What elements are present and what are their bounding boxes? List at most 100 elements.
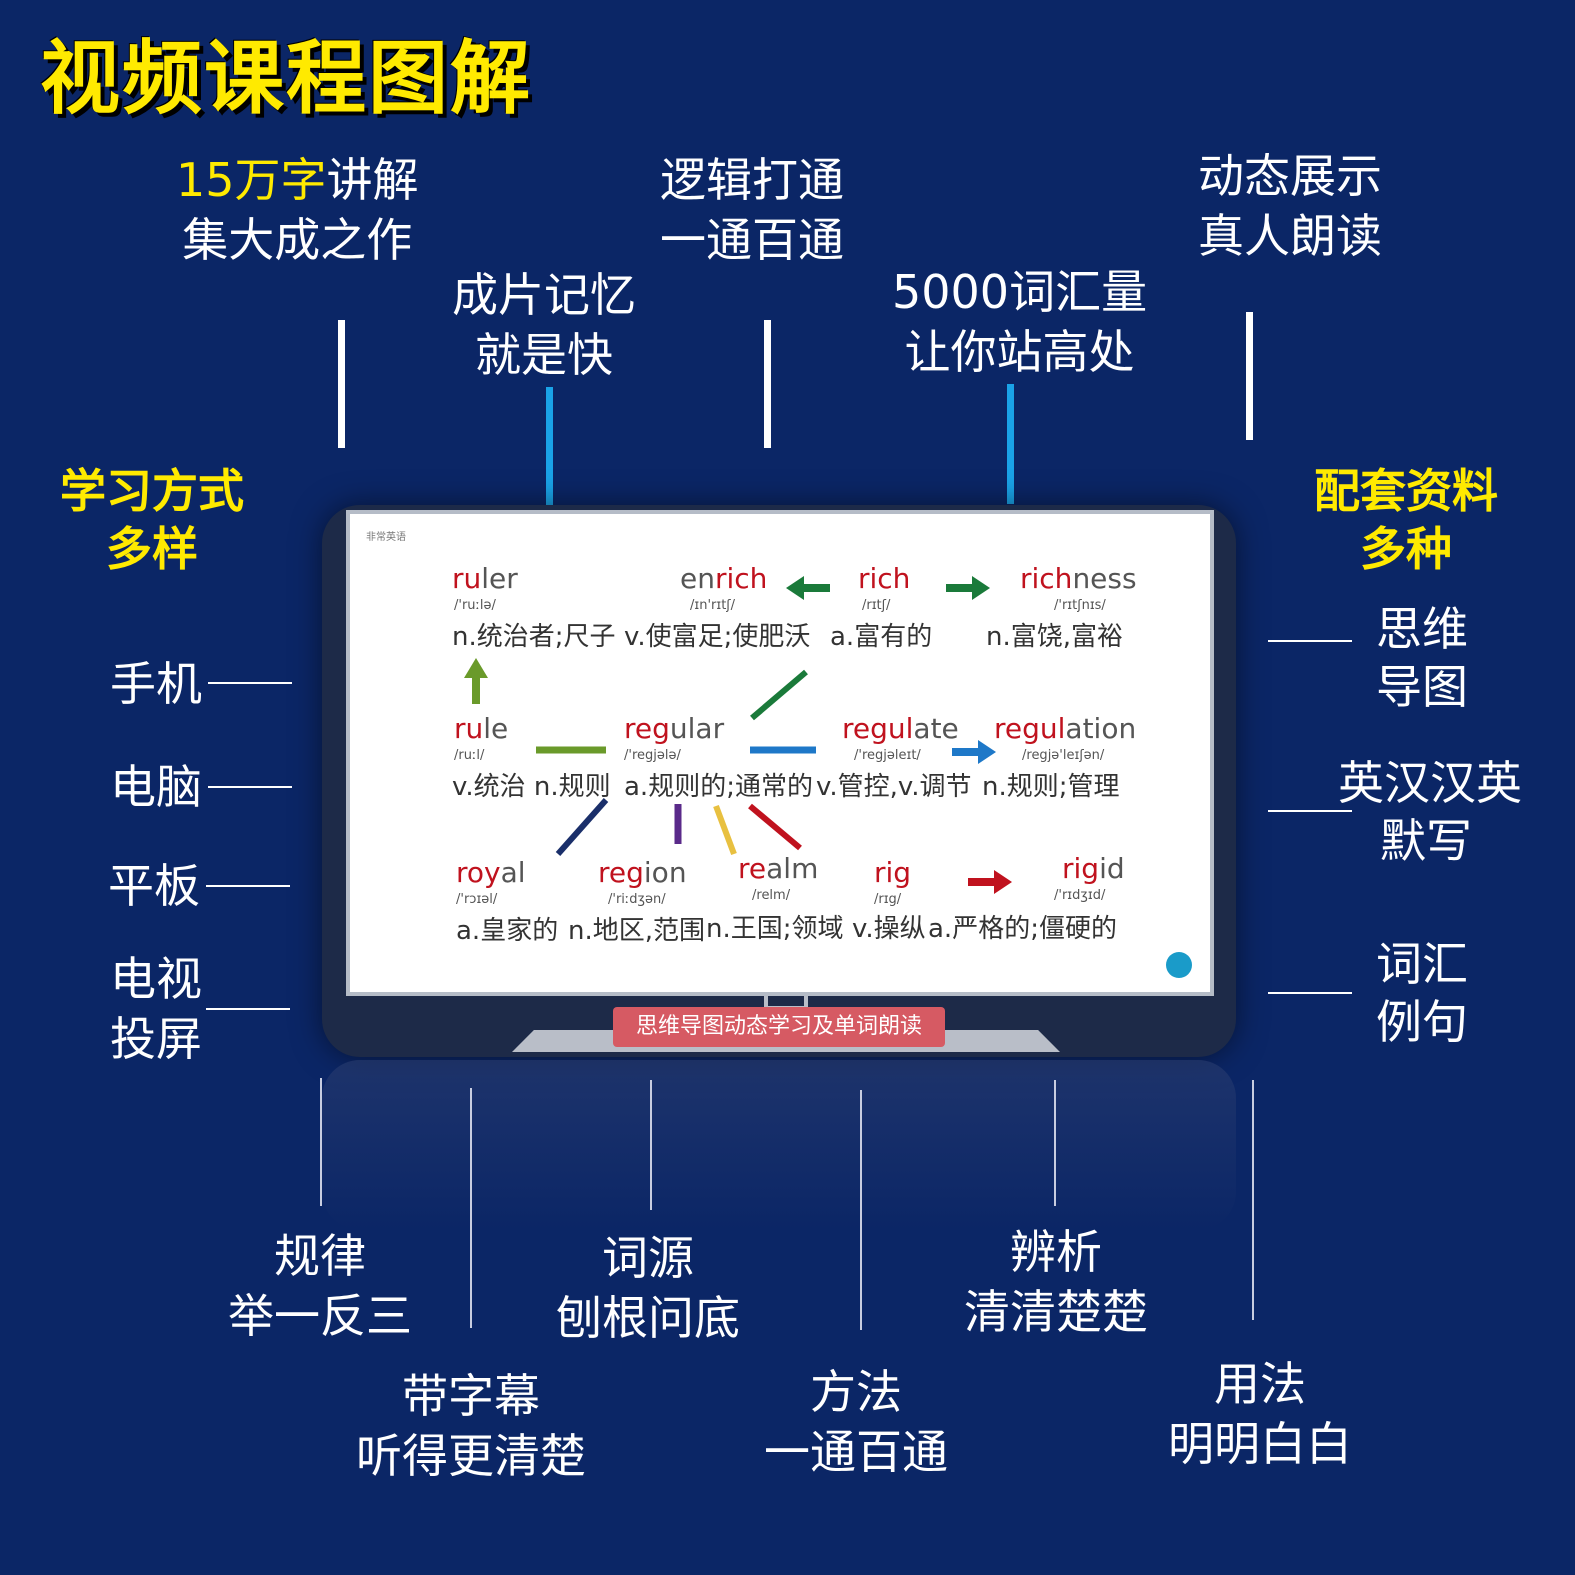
word-suffix: le [483,712,509,745]
word-root: ru [454,712,484,745]
word-root: ru [452,562,482,595]
phonetic: /rɪg/ [874,892,902,907]
word-suffix: ate [913,712,959,745]
feature-text: 词源 [602,1231,694,1285]
connector-line [860,1090,862,1330]
feature-memory: 成片记忆 就是快 [452,265,636,385]
word-root: rich [1020,562,1073,595]
word-enrich: enrich [680,562,767,595]
phonetic: /'riːdʒən/ [608,892,666,907]
feature-explanation: 15万字讲解 集大成之作 [176,150,419,270]
word-root: re [738,852,767,885]
feature-text: 刨根问底 [556,1291,740,1345]
material-line: 词汇 [1376,937,1468,991]
feature-text: 真人朗读 [1198,209,1382,263]
word-richness: richness [1020,562,1137,595]
word-regulate: regulate [842,712,959,745]
feature-text: 动态展示 [1198,149,1382,203]
feature-pattern: 规律 举一反三 [228,1226,412,1346]
word-suffix: ular [669,712,725,745]
connector-line [1268,992,1352,994]
feature-text: 让你站高处 [904,325,1135,379]
word-root: rich [714,562,768,595]
feature-text: 讲解 [326,153,419,207]
phonetic: /'rɪdʒɪd/ [1054,888,1106,903]
phonetic: /'rɔɪəl/ [456,892,498,907]
feature-text: 成片记忆 [452,268,636,322]
definition: n.王国;领域 [706,914,844,944]
definition: v.统治 n.规则 [452,772,611,802]
feature-text: 带字幕 [402,1369,540,1423]
tv-reflection [322,1060,1236,1230]
connector-bar [555,798,609,856]
feature-distinction: 辨析 清清楚楚 [964,1222,1148,1342]
material-examples: 词汇 例句 [1376,935,1468,1051]
definition: v.使富足;使肥沃 [624,622,811,652]
feature-text: 规律 [274,1229,366,1283]
word-regular: regular [624,712,724,745]
connector-line [338,320,345,448]
device-tv: 电视 [110,952,202,1006]
word-ruler: ruler [452,562,518,595]
word-regulation: regulation [994,712,1136,745]
phonetic: /rɪtʃ/ [862,598,891,613]
feature-text: 举一反三 [228,1289,412,1343]
mindmap-connectors [464,576,1012,894]
connector-bar [748,803,802,851]
definition: a.规则的;通常的 [624,772,813,802]
word-suffix: al [500,856,526,889]
connector-line [206,885,290,887]
word-suffix: alm [766,852,819,885]
feature-text: 一通百通 [660,213,844,267]
device-tablet: 平板 [108,859,200,913]
heading-line: 学习方式 [60,464,244,518]
feature-vocabulary: 5000词汇量 让你站高处 [892,262,1147,382]
definition: n.规则;管理 [982,772,1120,802]
feature-text: 方法 [810,1365,902,1419]
material-line: 默写 [1380,814,1472,868]
word-suffix: ion [643,856,687,889]
definition: n.地区,范围 [568,916,706,946]
feature-text: 清清楚楚 [964,1285,1148,1339]
word-root: rich [858,562,911,595]
connector-bar [713,804,737,856]
feature-text: 5000词汇量 [892,265,1148,319]
heading-line: 配套资料 [1314,464,1498,518]
connector-line [1246,312,1253,440]
brand-label: 非常英语 [366,532,406,543]
material-mindmap: 思维 导图 [1376,600,1468,716]
material-dictation: 英汉汉英 默写 [1326,754,1522,870]
definition: a.皇家的 [456,916,559,946]
material-line: 思维 [1376,602,1468,656]
definition: a.富有的 [830,622,933,652]
feature-text: 听得更清楚 [356,1429,586,1483]
word-root: reg [624,712,670,745]
word-rich: rich [858,562,910,595]
device-phone: 手机 [110,657,202,711]
word-royal: royal [456,856,526,889]
word-root: regul [994,712,1066,745]
word-region: region [598,856,687,889]
word-root: regul [842,712,914,745]
connector-line [208,786,292,788]
feature-highlight: 15万字 [176,153,327,207]
definition: a.严格的;僵硬的 [928,914,1117,944]
connector-line [1054,1080,1056,1206]
phonetic: /regjə'leɪʃən/ [1022,748,1105,763]
definition: v.管控,v.调节 [816,772,972,802]
feature-text: 一通百通 [764,1425,948,1479]
connector-line [1268,640,1352,642]
learning-methods-heading: 学习方式 多样 [60,462,244,578]
connector-line [1252,1080,1254,1320]
phonetic: /'rɪtʃnɪs/ [1054,598,1106,613]
heading-line: 多样 [106,522,198,576]
phonetic: /relm/ [752,888,791,903]
phonetic: /'ruːlə/ [454,598,496,613]
word-suffix: ler [481,562,518,595]
feature-logic: 逻辑打通 一通百通 [660,150,844,270]
phonetic: /'regjələ/ [624,748,681,763]
word-root: rig [1062,852,1100,885]
word-suffix: id [1099,852,1125,885]
arrow-right-icon [952,740,996,764]
definition: n.富饶,富裕 [986,622,1124,652]
